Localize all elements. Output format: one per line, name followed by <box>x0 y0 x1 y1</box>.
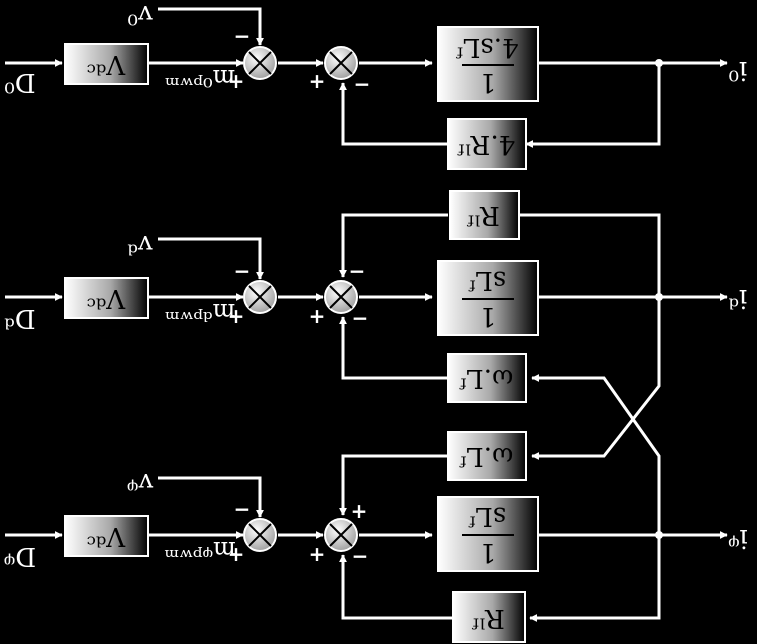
input-label-chq: Dᵠ <box>4 541 36 571</box>
sign-sum2-left-chq: + <box>309 542 326 566</box>
sign-sum1-top-chd: − <box>234 259 251 283</box>
summing-cross-icon <box>248 51 272 75</box>
junction-dot <box>655 531 663 539</box>
ref-vq-line <box>158 476 264 518</box>
summing-cross-icon <box>329 51 353 75</box>
junction-dot <box>655 59 663 67</box>
output-label-chq: iᵠ <box>728 523 748 553</box>
rl-feedback-to-sum2 <box>339 213 448 278</box>
rl-feedback-to-sum2 <box>339 554 453 620</box>
ref-label-chd: vᵈ <box>127 229 153 259</box>
rl-feedback-line <box>529 535 661 622</box>
feedback-block-chd <box>449 190 520 240</box>
gain-block-chd <box>64 277 149 319</box>
feedback-block-chq <box>452 591 526 643</box>
feedback-to-sum2-line <box>339 82 448 146</box>
tf-numerator-ch0: 1 <box>480 67 497 97</box>
tf-denominator-chq: sLᶠ <box>468 501 507 531</box>
channel-q <box>5 297 728 622</box>
output-label-ch0: i⁰ <box>729 55 748 85</box>
ref-label-ch0: v⁰ <box>127 0 153 29</box>
summing-cross-icon <box>329 523 353 547</box>
output-label-chd: iᵈ <box>729 283 748 313</box>
mod-label-chd: mᵈᵖʷᵐ <box>165 298 236 326</box>
sign-sum2-right-ch0: − <box>354 72 371 96</box>
cross-block-chq <box>447 431 527 481</box>
sign-sum1-top-ch0: − <box>234 24 251 48</box>
tf-denominator-ch0: 4.sLᶠ <box>455 32 518 62</box>
ref-v0-line <box>158 7 264 46</box>
tf-numerator-chq: 1 <box>480 537 497 567</box>
input-label-chd: Dᵈ <box>4 303 35 333</box>
sign-sum1-left-ch0: + <box>228 69 245 93</box>
gain-block-ch0 <box>64 43 149 85</box>
sign-sum1-top-chq: − <box>234 497 251 521</box>
ref-vd-line <box>158 237 264 280</box>
coupling-iq-to-d <box>531 374 661 535</box>
rl-feedback-wire <box>519 213 661 297</box>
cross-feedback-to-sum2 <box>339 316 448 380</box>
sign-sum2-bottom-chq: − <box>352 544 369 568</box>
cross-block-chd <box>447 353 527 403</box>
sign-sum2-left-chd: + <box>309 304 326 328</box>
mod-label-ch0: m⁰ᵖʷᵐ <box>165 64 236 92</box>
sign-sum1-left-chd: + <box>228 304 245 328</box>
fb-label-chd: Rˡᶠ <box>466 200 500 230</box>
sign-sum2-top-chq: + <box>351 499 368 523</box>
summing-cross-icon <box>248 523 272 547</box>
sign-sum1-left-chq: + <box>228 542 245 566</box>
fb-label-ch0: 4.Rˡᶠ <box>457 129 516 159</box>
feedback-block-ch0 <box>447 118 527 170</box>
channel-d <box>5 213 728 380</box>
cross-label-chd: ω.Lᶠ <box>459 363 514 393</box>
fb-label-chq: Rˡᶠ <box>471 603 505 633</box>
sign-sum2-bottom-chd: − <box>352 306 369 330</box>
sign-sum2-top-chd: − <box>349 259 366 283</box>
gain-label-chd: Vᵈᶜ <box>87 283 126 313</box>
coupling-id-to-q <box>531 297 661 460</box>
gain-block-chq <box>64 515 149 557</box>
input-label-ch0: D⁰ <box>4 67 35 97</box>
gain-label-ch0: Vᵈᶜ <box>87 49 126 79</box>
tf-denominator-chd: sLᶠ <box>468 265 507 295</box>
summing-cross-icon <box>329 285 353 309</box>
ref-label-chq: vᵠ <box>127 467 154 497</box>
channel-zero <box>5 7 728 148</box>
gain-label-chq: Vᵈᶜ <box>87 521 126 551</box>
sign-sum2-left-ch0: + <box>309 69 326 93</box>
cross-label-chq: ω.Lᶠ <box>459 441 514 471</box>
mod-label-chq: mᵠᵖʷᵐ <box>164 536 236 564</box>
feedback-line <box>525 63 661 148</box>
summing-cross-icon <box>248 285 272 309</box>
tf-numerator-chd: 1 <box>480 301 497 331</box>
cross-feedback-to-sum2 <box>339 454 448 516</box>
